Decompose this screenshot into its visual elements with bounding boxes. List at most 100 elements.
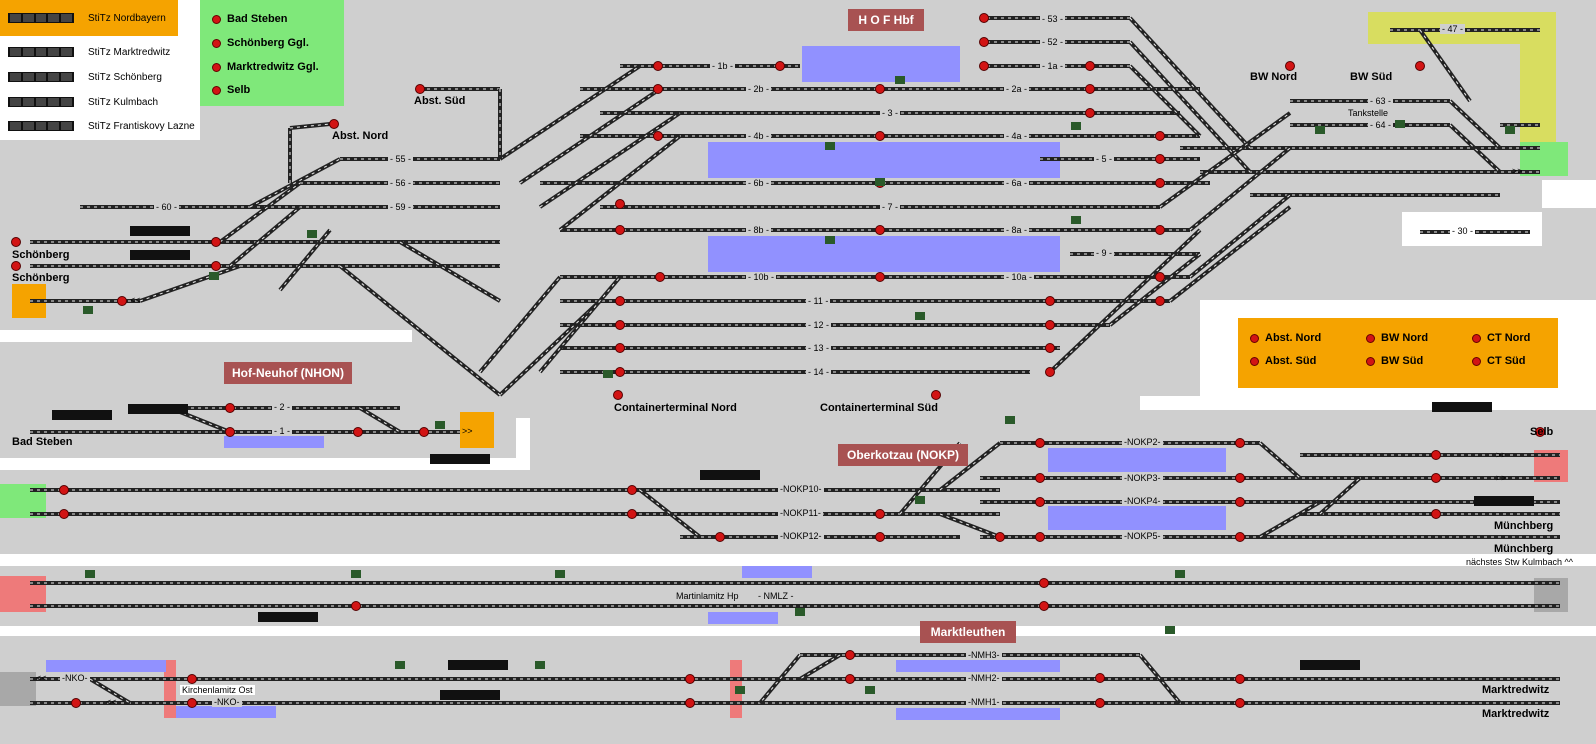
signal-icon[interactable] — [653, 61, 663, 71]
block-indicator-icon[interactable] — [915, 312, 925, 320]
legend-item-nordbayern[interactable]: StiTz Nordbayern — [8, 11, 166, 25]
signal-icon[interactable] — [117, 296, 127, 306]
block-indicator-icon[interactable] — [895, 76, 905, 84]
route-panel-icon[interactable] — [130, 250, 190, 260]
exit-arrow-icon[interactable]: << — [130, 295, 141, 305]
track-segment[interactable] — [1138, 653, 1182, 705]
route-panel-icon[interactable] — [700, 470, 760, 480]
signal-icon[interactable] — [1235, 698, 1245, 708]
signal-icon[interactable] — [979, 61, 989, 71]
dest-bw-nord[interactable]: BW Nord — [1366, 332, 1428, 344]
block-indicator-icon[interactable] — [865, 686, 875, 694]
exit-arrow-icon[interactable]: << — [36, 673, 47, 683]
block-indicator-icon[interactable] — [1005, 416, 1015, 424]
signal-icon[interactable] — [615, 367, 625, 377]
signal-icon[interactable] — [1045, 343, 1055, 353]
signal-icon[interactable] — [1285, 61, 1295, 71]
signal-icon[interactable] — [613, 390, 623, 400]
block-indicator-icon[interactable] — [209, 272, 219, 280]
block-indicator-icon[interactable] — [85, 570, 95, 578]
track-segment[interactable] — [478, 275, 562, 374]
block-indicator-icon[interactable] — [915, 496, 925, 504]
signal-icon[interactable] — [1039, 578, 1049, 588]
legend-item-kulmbach[interactable]: StiTz Kulmbach — [8, 95, 158, 109]
signal-icon[interactable] — [653, 131, 663, 141]
signal-icon[interactable] — [1431, 450, 1441, 460]
block-indicator-icon[interactable] — [535, 661, 545, 669]
signal-icon[interactable] — [875, 532, 885, 542]
signal-icon[interactable] — [187, 674, 197, 684]
signal-icon[interactable] — [615, 320, 625, 330]
block-indicator-icon[interactable] — [603, 370, 613, 378]
signal-icon[interactable] — [1045, 296, 1055, 306]
signal-icon[interactable] — [995, 532, 1005, 542]
block-indicator-icon[interactable] — [555, 570, 565, 578]
dest-ct-nord[interactable]: CT Nord — [1472, 332, 1530, 344]
signal-icon[interactable] — [875, 84, 885, 94]
signal-icon[interactable] — [615, 225, 625, 235]
block-indicator-icon[interactable] — [1505, 126, 1515, 134]
route-panel-icon[interactable] — [440, 690, 500, 700]
signal-icon[interactable] — [211, 261, 221, 271]
dest-bw-sued[interactable]: BW Süd — [1366, 355, 1423, 367]
route-panel-icon[interactable] — [430, 454, 490, 464]
block-indicator-icon[interactable] — [83, 306, 93, 314]
track-segment[interactable] — [758, 653, 802, 705]
signal-icon[interactable] — [59, 485, 69, 495]
track-segment[interactable] — [289, 122, 331, 130]
signal-icon[interactable] — [1235, 497, 1245, 507]
exit-arrow-icon[interactable]: >> — [1496, 450, 1507, 460]
route-panel-icon[interactable] — [128, 404, 188, 414]
route-panel-icon[interactable] — [130, 226, 190, 236]
block-indicator-icon[interactable] — [825, 142, 835, 150]
signal-icon[interactable] — [979, 13, 989, 23]
signal-icon[interactable] — [1155, 225, 1165, 235]
route-panel-icon[interactable] — [1474, 496, 1534, 506]
signal-icon[interactable] — [979, 37, 989, 47]
signal-icon[interactable] — [685, 698, 695, 708]
signal-icon[interactable] — [1235, 438, 1245, 448]
signal-icon[interactable] — [1431, 473, 1441, 483]
legend-item-frantiskovy[interactable]: StiTz Frantiskovy Lazne — [8, 119, 195, 133]
signal-icon[interactable] — [1155, 178, 1165, 188]
signal-icon[interactable] — [329, 119, 339, 129]
signal-icon[interactable] — [187, 698, 197, 708]
block-indicator-icon[interactable] — [1395, 120, 1405, 128]
exit-arrow-icon[interactable]: >> — [462, 426, 473, 436]
signal-icon[interactable] — [615, 199, 625, 209]
signal-icon[interactable] — [211, 237, 221, 247]
track-segment[interactable] — [338, 264, 502, 397]
dest-marktredwitz-ggl[interactable]: Marktredwitz Ggl. — [212, 61, 319, 73]
track-segment[interactable] — [1048, 228, 1202, 374]
signal-icon[interactable] — [615, 343, 625, 353]
signal-icon[interactable] — [1235, 532, 1245, 542]
dest-abst-sued[interactable]: Abst. Süd — [1250, 355, 1316, 367]
block-indicator-icon[interactable] — [435, 421, 445, 429]
signal-icon[interactable] — [845, 650, 855, 660]
block-indicator-icon[interactable] — [735, 686, 745, 694]
dest-ct-sued[interactable]: CT Süd — [1472, 355, 1526, 367]
signal-icon[interactable] — [351, 601, 361, 611]
block-indicator-icon[interactable] — [307, 230, 317, 238]
signal-icon[interactable] — [875, 272, 885, 282]
block-indicator-icon[interactable] — [1071, 122, 1081, 130]
signal-icon[interactable] — [653, 84, 663, 94]
legend-item-schoenberg[interactable]: StiTz Schönberg — [8, 70, 162, 84]
signal-icon[interactable] — [1431, 509, 1441, 519]
signal-icon[interactable] — [1155, 272, 1165, 282]
signal-icon[interactable] — [415, 84, 425, 94]
signal-icon[interactable] — [715, 532, 725, 542]
block-indicator-icon[interactable] — [825, 236, 835, 244]
signal-icon[interactable] — [1235, 473, 1245, 483]
block-indicator-icon[interactable] — [1071, 216, 1081, 224]
signal-icon[interactable] — [1035, 438, 1045, 448]
signal-icon[interactable] — [1095, 673, 1105, 683]
signal-icon[interactable] — [11, 261, 21, 271]
block-indicator-icon[interactable] — [795, 608, 805, 616]
block-indicator-icon[interactable] — [1315, 126, 1325, 134]
signal-icon[interactable] — [1415, 61, 1425, 71]
signal-icon[interactable] — [11, 237, 21, 247]
track-segment[interactable] — [139, 264, 241, 303]
signal-icon[interactable] — [627, 509, 637, 519]
track-segment[interactable] — [538, 275, 622, 374]
